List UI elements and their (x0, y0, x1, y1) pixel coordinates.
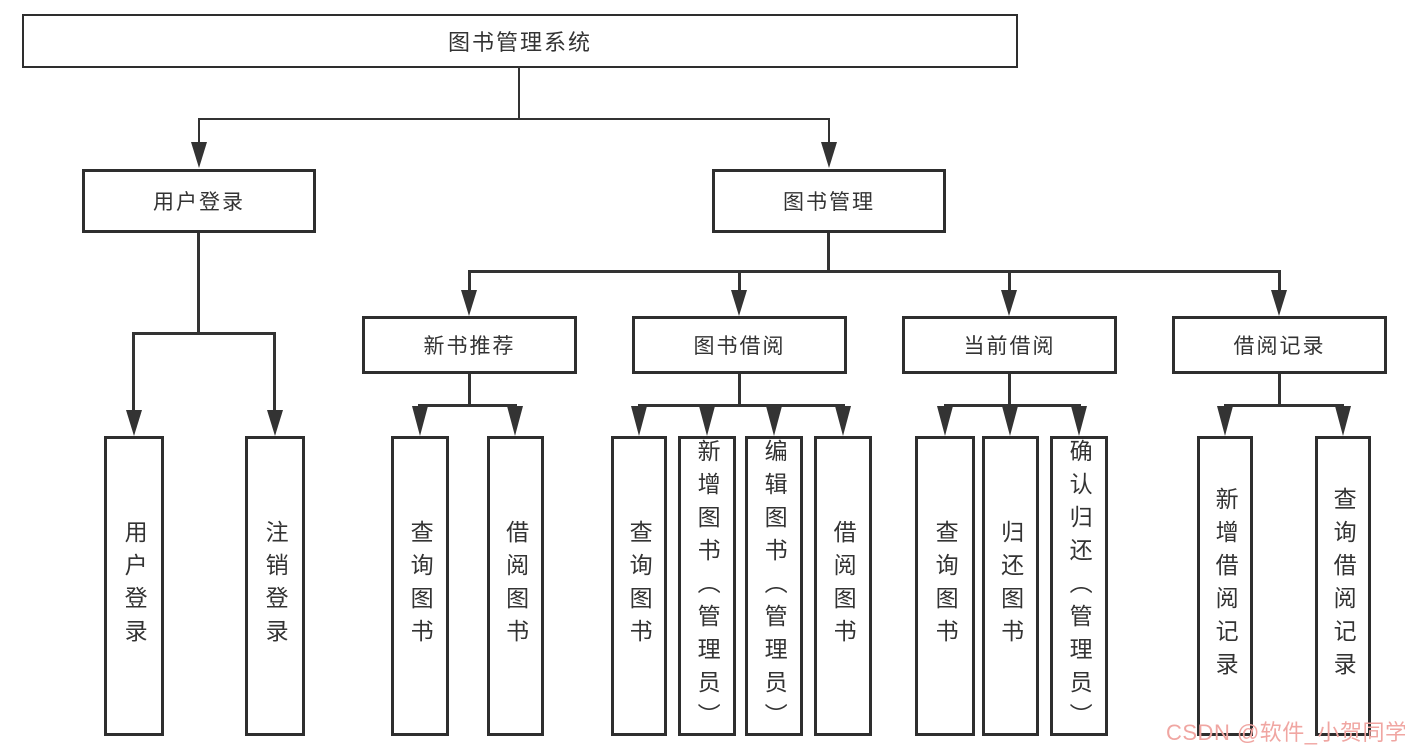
leaf-query-books-borrowing-label: 查询图书 (626, 520, 653, 652)
connector-line (738, 273, 741, 290)
arrow-down-icon (821, 142, 837, 168)
arrow-down-icon (1001, 290, 1017, 316)
arrow-down-icon (1271, 290, 1287, 316)
csdn-watermark: CSDN @软件_小贺同学 (1166, 720, 1405, 745)
connector-line (132, 334, 135, 410)
leaf-query-borrow-record: 查询借阅记录 (1315, 436, 1371, 736)
connector-line (827, 233, 830, 272)
leaf-return-book: 归还图书 (982, 436, 1039, 736)
connector-line (468, 273, 471, 290)
arrow-down-icon (766, 406, 782, 436)
leaf-edit-book-admin: 编辑图书（管理员） (745, 436, 803, 736)
connector-line (1224, 404, 1344, 407)
arrow-down-icon (267, 410, 283, 436)
node-library-system: 图书管理系统 (22, 14, 1018, 68)
node-book-management: 图书管理 (712, 169, 946, 233)
leaf-add-borrow-record-label: 新增借阅记录 (1212, 487, 1239, 685)
arrow-down-icon (937, 406, 953, 436)
leaf-edit-book-admin-label: 编辑图书（管理员） (761, 439, 788, 736)
leaf-logout: 注销登录 (245, 436, 305, 736)
leaf-query-books-current-label: 查询图书 (932, 520, 959, 652)
node-book-borrowing: 图书借阅 (632, 316, 847, 374)
leaf-query-books-current: 查询图书 (915, 436, 975, 736)
arrow-down-icon (1217, 406, 1233, 436)
leaf-logout-label: 注销登录 (262, 520, 289, 652)
arrow-down-icon (1335, 406, 1351, 436)
connector-line (738, 374, 741, 406)
node-user-login-branch-label: 用户登录 (153, 191, 245, 214)
connector-line (518, 66, 520, 120)
connector-line (944, 404, 1081, 407)
arrow-down-icon (461, 290, 477, 316)
arrow-down-icon (191, 142, 207, 168)
node-current-borrowing-label: 当前借阅 (963, 335, 1056, 358)
connector-line (638, 404, 845, 407)
leaf-return-book-label: 归还图书 (997, 520, 1024, 652)
connector-line (1008, 374, 1011, 406)
node-user-login-branch: 用户登录 (82, 169, 316, 233)
connector-line (468, 374, 471, 406)
arrow-down-icon (1002, 406, 1018, 436)
connector-line (198, 118, 830, 120)
leaf-query-borrow-record-label: 查询借阅记录 (1330, 487, 1357, 685)
node-new-book-recommend-label: 新书推荐 (423, 335, 516, 358)
leaf-add-book-admin: 新增图书（管理员） (678, 436, 736, 736)
connector-line (198, 119, 200, 142)
node-borrowing-records-label: 借阅记录 (1233, 335, 1326, 358)
leaf-borrow-books: 借阅图书 (814, 436, 872, 736)
leaf-confirm-return-admin-label: 确认归还（管理员） (1066, 439, 1093, 736)
leaf-borrow-books-recommend: 借阅图书 (487, 436, 544, 736)
connector-line (1008, 273, 1011, 290)
connector-line (1278, 273, 1281, 290)
arrow-down-icon (126, 410, 142, 436)
node-borrowing-records: 借阅记录 (1172, 316, 1387, 374)
node-new-book-recommend: 新书推荐 (362, 316, 577, 374)
leaf-add-borrow-record: 新增借阅记录 (1197, 436, 1253, 736)
arrow-down-icon (412, 406, 428, 436)
node-book-borrowing-label: 图书借阅 (693, 335, 786, 358)
connector-line (1278, 374, 1281, 406)
leaf-borrow-books-label: 借阅图书 (830, 520, 857, 652)
arrow-down-icon (731, 290, 747, 316)
arrow-down-icon (835, 406, 851, 436)
leaf-borrow-books-recommend-label: 借阅图书 (502, 520, 529, 652)
leaf-confirm-return-admin: 确认归还（管理员） (1050, 436, 1108, 736)
arrow-down-icon (1071, 406, 1087, 436)
connector-line (273, 334, 276, 410)
connector-line (828, 119, 830, 142)
node-library-system-label: 图书管理系统 (447, 30, 592, 55)
node-current-borrowing: 当前借阅 (902, 316, 1117, 374)
leaf-add-book-admin-label: 新增图书（管理员） (694, 439, 721, 736)
leaf-query-books-borrowing: 查询图书 (611, 436, 667, 736)
connector-line (418, 404, 517, 407)
connector-line (132, 332, 276, 335)
arrow-down-icon (507, 406, 523, 436)
node-book-management-label: 图书管理 (783, 191, 875, 214)
arrow-down-icon (631, 406, 647, 436)
leaf-query-books-recommend-label: 查询图书 (407, 520, 434, 652)
leaf-user-login: 用户登录 (104, 436, 164, 736)
connector-line (468, 270, 1281, 273)
connector-line (197, 233, 200, 334)
arrow-down-icon (699, 406, 715, 436)
leaf-query-books-recommend: 查询图书 (391, 436, 449, 736)
leaf-user-login-label: 用户登录 (121, 520, 148, 652)
